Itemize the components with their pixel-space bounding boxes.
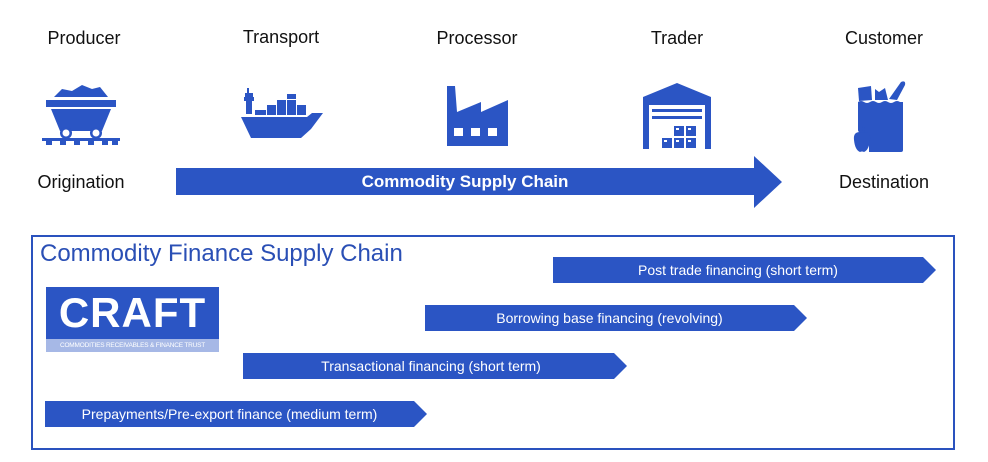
craft-logo: CRAFT COMMODITIES RECEIVABLES & FINANCE … xyxy=(46,287,219,352)
craft-logo-name: CRAFT xyxy=(46,287,219,339)
arrow-shape xyxy=(45,401,427,427)
destination-label: Destination xyxy=(838,172,930,192)
borrowing-base-financing-arrow: Borrowing base financing (revolving) xyxy=(425,305,807,331)
stage-label-processor: Processor xyxy=(436,28,518,48)
cargo-ship-icon xyxy=(241,88,323,139)
craft-logo-subtitle: COMMODITIES RECEIVABLES & FINANCE TRUST xyxy=(46,339,219,352)
stage-label-trader: Trader xyxy=(650,28,704,48)
stage-label-transport: Transport xyxy=(242,27,320,47)
factory-icon xyxy=(447,86,508,146)
arrow-shape xyxy=(425,305,807,331)
prepayments-financing-arrow: Prepayments/Pre-export finance (medium t… xyxy=(45,401,427,427)
arrow-shape xyxy=(243,353,627,379)
warehouse-icon xyxy=(643,83,711,149)
mine-cart-icon xyxy=(42,83,120,147)
commodity-supply-chain-label: Commodity Supply Chain xyxy=(361,172,569,191)
stage-label-customer: Customer xyxy=(844,28,924,48)
grocery-bag-icon xyxy=(853,80,907,153)
commodity-supply-chain-arrow: Commodity Supply Chain xyxy=(176,156,782,208)
post-trade-financing-arrow: Post trade financing (short term) xyxy=(553,257,936,283)
origination-label: Origination xyxy=(37,172,125,192)
transactional-financing-label: Transactional financing (short term) xyxy=(321,358,541,374)
prepayments-financing-label: Prepayments/Pre-export finance (medium t… xyxy=(81,406,378,422)
transactional-financing-arrow: Transactional financing (short term) xyxy=(243,353,627,379)
arrow-shape xyxy=(553,257,936,283)
commodity-finance-panel xyxy=(31,235,955,450)
stage-label-producer: Producer xyxy=(47,28,121,48)
borrowing-base-financing-label: Borrowing base financing (revolving) xyxy=(496,310,723,326)
post-trade-financing-label: Post trade financing (short term) xyxy=(638,262,838,278)
main-arrow-shape xyxy=(176,156,782,208)
finance-panel-title: Commodity Finance Supply Chain xyxy=(40,240,403,267)
